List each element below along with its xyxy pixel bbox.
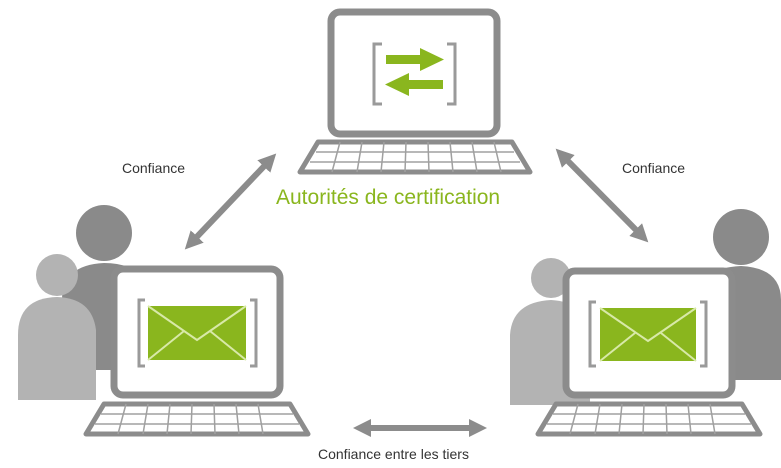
- envelope-icon: [588, 300, 708, 368]
- trust-label-left: Confiance: [122, 160, 186, 176]
- ca-laptop-keyboard: [297, 139, 533, 175]
- exchange-arrows-icon: [372, 42, 457, 106]
- left-laptop: [83, 265, 311, 437]
- right-laptop-keyboard: [535, 401, 763, 437]
- right-party: [510, 209, 781, 437]
- right-laptop: [535, 267, 763, 437]
- trust-arrow-left: [184, 153, 277, 250]
- envelope-icon: [137, 298, 258, 368]
- trust-label-right: Confiance: [622, 160, 686, 176]
- person-icon: [18, 254, 96, 400]
- ca-laptop-screen: [327, 8, 501, 138]
- certification-authorities-label: Autorités de certification: [276, 186, 501, 209]
- left-party: [18, 205, 311, 437]
- trust-arrow-right: [555, 148, 649, 243]
- ca-laptop: [297, 8, 533, 175]
- left-laptop-keyboard: [83, 401, 311, 437]
- trust-between-parties-label: Confiance entre les tiers: [318, 446, 469, 462]
